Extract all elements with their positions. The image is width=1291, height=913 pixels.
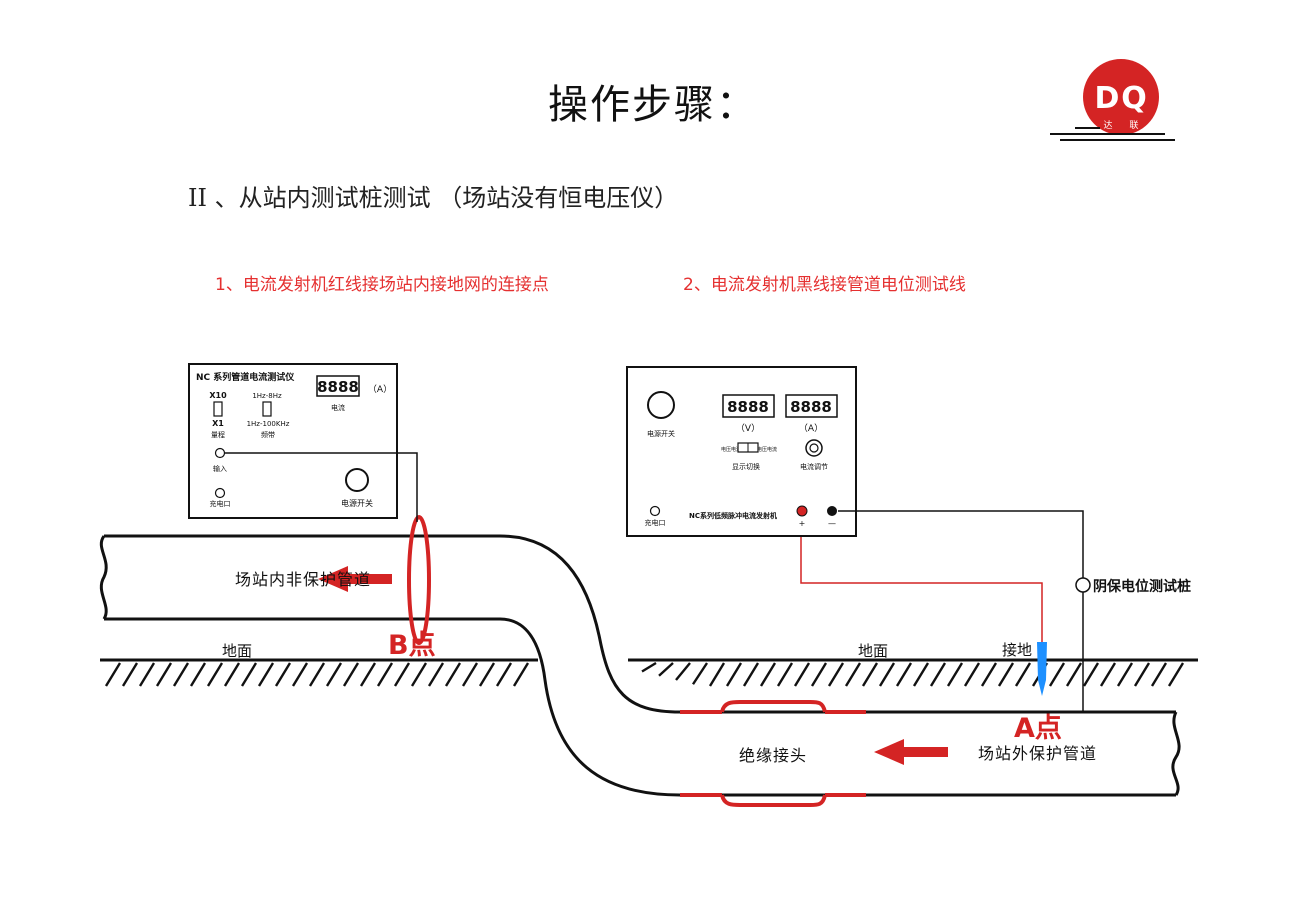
flow-arrow-inner bbox=[318, 566, 392, 592]
negative-terminal[interactable] bbox=[827, 506, 837, 516]
switch-label: 显示切换 bbox=[732, 462, 760, 471]
insulating-joint-label: 绝缘接头 bbox=[739, 746, 807, 765]
charge-port[interactable] bbox=[214, 487, 226, 499]
section-subtitle: II 、从站内测试桩测试 （场站没有恒电压仪） bbox=[188, 184, 679, 212]
range-label: 量程 bbox=[211, 430, 225, 439]
freq-switch[interactable] bbox=[262, 401, 272, 417]
grounding-label: 接地 bbox=[1002, 641, 1032, 659]
clamp-ring-b bbox=[407, 515, 431, 645]
amp-display: 8888 bbox=[790, 398, 832, 416]
step-2: 2、电流发射机黑线接管道电位测试线 bbox=[683, 275, 966, 295]
test-pile-terminal[interactable] bbox=[1075, 577, 1091, 593]
knob-label: 电流调节 bbox=[800, 462, 828, 471]
logo-letter-d: D bbox=[1095, 81, 1120, 116]
freq-label: 频带 bbox=[261, 430, 275, 439]
logo-letter-q: Q bbox=[1121, 81, 1147, 116]
outer-pipe-label: 场站外保护管道 bbox=[978, 744, 1097, 763]
receiver-display-label: 电流 bbox=[331, 403, 345, 412]
ground-label-left: 地面 bbox=[222, 642, 252, 660]
range-bottom-label: X1 bbox=[212, 419, 224, 428]
point-b-label: B点 bbox=[388, 630, 436, 661]
receiver-title: NC 系列管道电流测试仪 bbox=[196, 371, 295, 383]
switch-left-label: 电压电流 bbox=[721, 446, 741, 453]
current-receiver: NC 系列管道电流测试仪 8888 （A） 电流 X10 X1 量程 1Hz-8… bbox=[188, 363, 398, 519]
black-lead bbox=[838, 510, 1084, 578]
transmitter-power-label: 电源开关 bbox=[647, 429, 675, 438]
receiver-power-label: 电源开关 bbox=[341, 498, 373, 508]
insulating-joint bbox=[680, 700, 866, 807]
current-transmitter: 电源开关 8888 （V） 8888 （A） 电压电流 电压电流 显示切换 电流… bbox=[626, 366, 857, 537]
red-lead bbox=[800, 537, 1043, 642]
ground-label-right: 地面 bbox=[858, 642, 888, 660]
logo-char-2: 联 bbox=[1129, 120, 1138, 131]
receiver-unit: （A） bbox=[368, 384, 392, 395]
inner-pipe-label: 场站内非保护管道 bbox=[235, 570, 371, 589]
volt-display: 8888 bbox=[727, 398, 769, 416]
freq-top-label: 1Hz-8Hz bbox=[252, 392, 282, 400]
receiver-power-button[interactable] bbox=[345, 468, 369, 492]
volt-unit: （V） bbox=[736, 423, 760, 434]
ground-rod bbox=[1037, 642, 1047, 696]
flow-arrow-outer bbox=[874, 739, 948, 765]
minus-label: — bbox=[828, 519, 836, 528]
receiver-display: 8888 bbox=[317, 378, 359, 396]
range-switch[interactable] bbox=[213, 401, 223, 417]
company-logo: D Q 达 联 bbox=[1050, 59, 1175, 141]
amp-unit: （A） bbox=[799, 423, 823, 434]
transmitter-title: NC系列低频脉冲电流发射机 bbox=[689, 511, 777, 520]
charge-label: 充电口 bbox=[210, 499, 231, 508]
inner-pipe bbox=[99, 534, 681, 797]
positive-terminal[interactable] bbox=[796, 505, 808, 517]
transmitter-charge-port[interactable] bbox=[649, 505, 661, 517]
range-top-label: X10 bbox=[209, 391, 227, 400]
transmitter-power-button[interactable] bbox=[647, 391, 675, 419]
logo-char-1: 达 bbox=[1103, 119, 1112, 131]
test-pile-label: 阴保电位测试桩 bbox=[1093, 578, 1191, 595]
outer-pipe bbox=[680, 710, 1181, 797]
transmitter-charge-label: 充电口 bbox=[645, 518, 666, 527]
ground-hatching bbox=[104, 661, 1185, 687]
plus-label: + bbox=[799, 519, 806, 528]
point-a-label: A点 bbox=[1014, 713, 1062, 744]
page-title: 操作步骤： bbox=[548, 82, 758, 128]
switch-right-label: 电压电流 bbox=[757, 446, 777, 453]
input-label: 输入 bbox=[213, 464, 227, 473]
step-1: 1、电流发射机红线接场站内接地网的连接点 bbox=[215, 275, 549, 295]
receiver-cable bbox=[225, 452, 418, 522]
freq-bottom-label: 1Hz-100KHz bbox=[247, 420, 290, 428]
input-jack[interactable] bbox=[214, 447, 226, 459]
